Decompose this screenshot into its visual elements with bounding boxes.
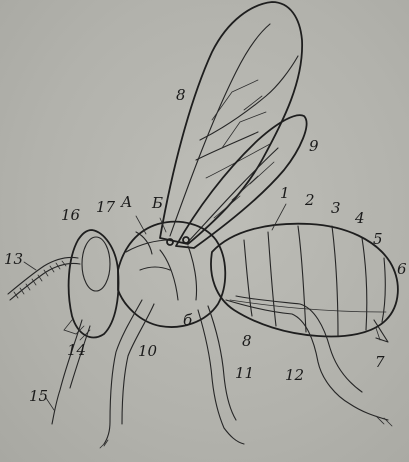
hindwing — [176, 115, 307, 248]
label-5: 5 — [373, 232, 383, 247]
label-8-leg: 8 — [242, 334, 252, 349]
pointer-lines — [24, 204, 380, 410]
label-12: 12 — [285, 368, 304, 383]
compound-eye — [82, 237, 110, 291]
label-8-forewing: 8 — [176, 88, 186, 103]
label-b-small: б — [183, 313, 192, 328]
label-17: 17 — [96, 200, 115, 215]
label-11: 11 — [235, 366, 254, 381]
label-13: 13 — [4, 252, 23, 267]
label-14: 14 — [67, 343, 86, 358]
label-15: 15 — [29, 389, 48, 404]
label-10: 10 — [138, 344, 157, 359]
label-B: Б — [152, 196, 163, 211]
label-A: А — [121, 195, 132, 210]
label-3: 3 — [331, 201, 341, 216]
label-4: 4 — [355, 211, 365, 226]
label-9: 9 — [309, 139, 319, 154]
label-1: 1 — [280, 186, 290, 201]
label-16: 16 — [61, 208, 80, 223]
head — [52, 230, 118, 424]
wing-base-dot — [183, 237, 189, 243]
label-7: 7 — [375, 355, 385, 370]
wing-base-dot — [167, 239, 173, 245]
label-2: 2 — [305, 193, 315, 208]
label-6: 6 — [397, 262, 407, 277]
